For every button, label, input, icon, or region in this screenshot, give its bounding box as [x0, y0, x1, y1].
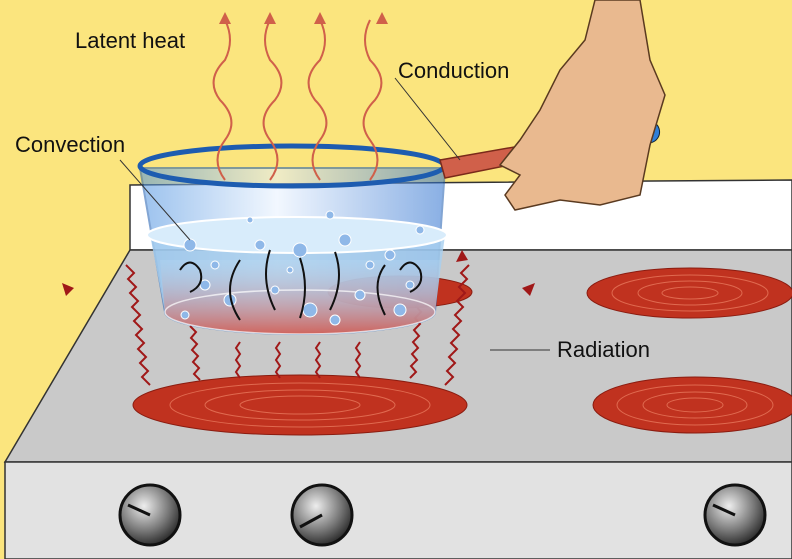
knob-left [118, 483, 182, 547]
convection-arrows [179, 249, 423, 321]
label-radiation: Radiation [557, 337, 650, 362]
latent-heat-arrows [212, 19, 383, 181]
label-latent-heat: Latent heat [75, 28, 186, 53]
burner-front-left [132, 374, 468, 436]
burner-back-right [586, 267, 792, 319]
burner-front-right [592, 376, 792, 434]
label-convection: Convection [15, 132, 126, 157]
hand [498, 0, 666, 211]
heated-water-bottom [160, 260, 440, 334]
radiation-arrowheads [62, 250, 535, 296]
burners [132, 267, 792, 436]
stove-knobs [118, 483, 767, 547]
pot-bottom-rim [164, 289, 436, 335]
bubbles [180, 210, 425, 326]
leader-lines [119, 77, 550, 351]
knob-right [703, 483, 767, 547]
radiation-arrows [125, 264, 470, 386]
label-conduction: Conduction [398, 58, 510, 83]
burner-coils [169, 274, 774, 428]
knob-middle [290, 483, 354, 547]
latent-heat-arrowheads [219, 12, 388, 24]
